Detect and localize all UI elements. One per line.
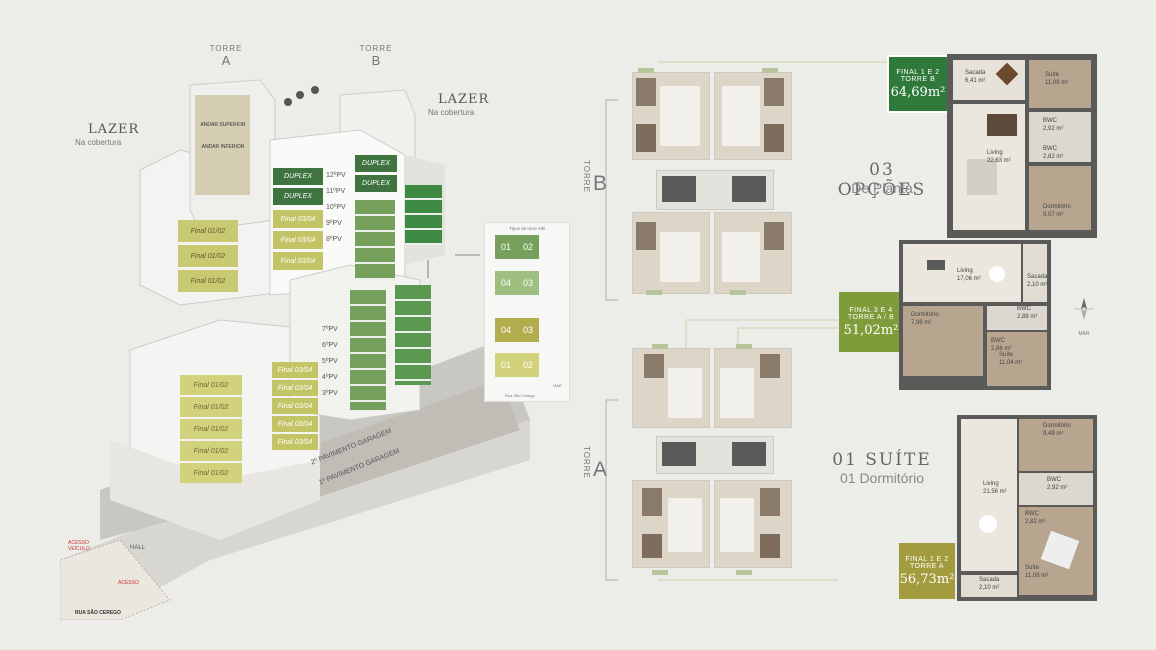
street-label: RUA SÃO CEREGO [75, 610, 121, 616]
unit-box-torre-a: FINAL 1 E 2 TORRE A 56,73m² [899, 543, 955, 599]
green-units-a2 [395, 285, 431, 385]
opcoes-title: 03 OPÇÕES [837, 160, 927, 200]
unit-box-torre-ab: FINAL 3 E 4 TORRE A / B 51,02m² [839, 292, 903, 352]
tower-a-finals-left: Final 01/02 Final 01/02 Final 01/02 Fina… [180, 375, 242, 483]
tower-a-finals-right: Final 03/04 Final 03/04 Final 03/04 Fina… [272, 362, 318, 450]
acesso-label: ACESSO [118, 580, 139, 586]
duplex-block: DUPLEX [273, 188, 323, 205]
key-title: Tipos da torre A/B [509, 226, 545, 231]
acesso-veiculo-label: ACESSO VEÍCULO [68, 540, 90, 552]
torre-a-side-word: TORRE [582, 446, 591, 479]
opcoes-sub: De Planta [851, 180, 913, 196]
floor-plan-torre-b: Sacada 6,41 m² Suíte 11,08 m² Living 22,… [947, 54, 1097, 238]
lazer-left-title: LAZER [88, 122, 140, 137]
unit-box-torre-b: FINAL 1 E 2 TORRE B 64,69m² [887, 55, 949, 113]
tower-b-finals-right: Final 03/04 Final 03/04 Final 03/04 [273, 210, 323, 270]
torre-a-letter: A [221, 53, 231, 68]
connector-lines [605, 61, 888, 581]
mar-label: MAR [1078, 331, 1090, 337]
torre-a-big-letter: A [593, 458, 608, 481]
floor-plan-torre-ab: Living 17,06 m² Sacada 2,10 m² Dormitóri… [899, 240, 1051, 390]
suite-sub: 01 Dormitório [839, 470, 925, 486]
green-units-b2 [405, 185, 442, 245]
green-units-a [350, 290, 386, 410]
building-illustration: TORRE A TORRE B LAZER Na cobertura LAZER… [59, 40, 560, 621]
lazer-left-sub: Na cobertura [75, 138, 122, 147]
torre-b-word: TORRE [359, 44, 393, 53]
tower-b-finals-left: Final 01/02 Final 01/02 Final 01/02 [178, 220, 238, 292]
lazer-right-sub: Na cobertura [428, 108, 475, 117]
torre-b-floor-plans [632, 68, 792, 295]
key-street: Rua São Cerego [505, 393, 535, 398]
key-mar: MAR [553, 383, 562, 388]
torre-b-letter: B [371, 53, 381, 68]
duplex-block: DUPLEX [355, 155, 397, 172]
torre-a-word: TORRE [209, 44, 243, 53]
torre-a-floor-plans [632, 344, 792, 575]
green-units-b [355, 200, 395, 280]
hall-label: HALL [130, 545, 146, 551]
suite-title: 01 SUÍTE [832, 450, 932, 470]
lazer-right-title: LAZER [438, 92, 490, 107]
duplex-block: DUPLEX [273, 168, 323, 185]
floor-plan-torre-a: Dormitório 9,49 m² Living 21,56 m² BWC 2… [957, 415, 1097, 601]
andar-inferior-label: ANDAR INFERIOR [201, 144, 245, 150]
torre-b-side-word: TORRE [582, 160, 591, 193]
compass-icon: MAR [1072, 296, 1096, 337]
andar-superior-label: ANDAR SUPERIOR [200, 122, 246, 128]
torre-b-big-letter: B [593, 172, 608, 195]
duplex-block: DUPLEX [355, 175, 397, 192]
